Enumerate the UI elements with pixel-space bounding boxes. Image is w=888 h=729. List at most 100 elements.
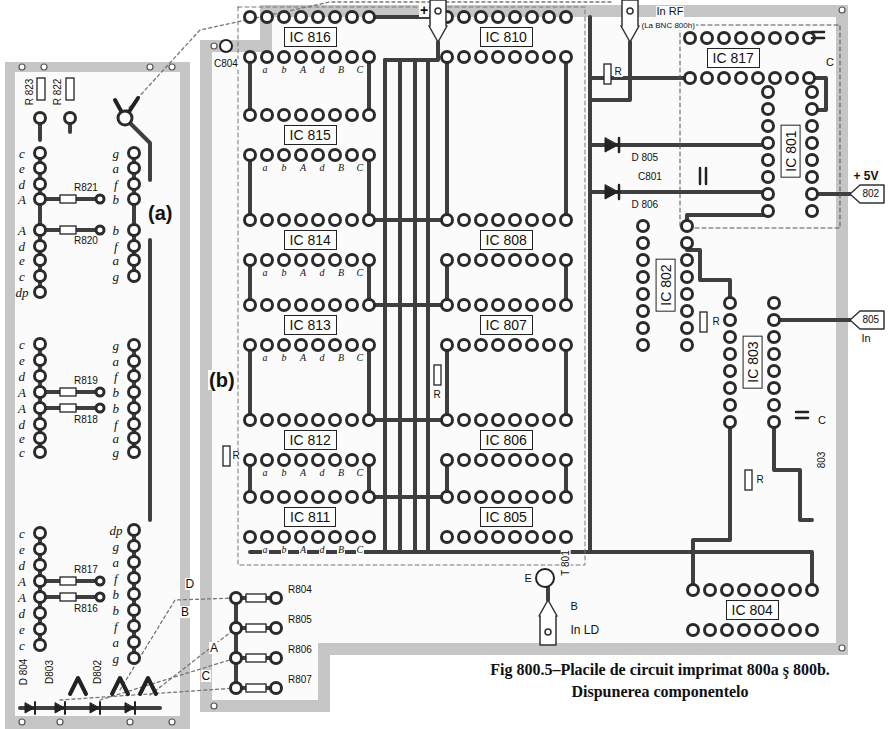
solder-pad <box>638 306 649 317</box>
ic-label-box: IC 817 <box>707 48 760 68</box>
solder-pad <box>769 383 780 394</box>
segment-letter: e <box>18 432 26 445</box>
solder-pad <box>719 73 730 84</box>
segment-letter: d <box>18 418 27 431</box>
solder-pad <box>787 33 798 44</box>
copper-trace <box>774 422 812 520</box>
solder-pad <box>279 255 290 266</box>
segment-letter: f <box>113 240 119 253</box>
pin-letter: A <box>299 163 307 173</box>
solder-pad <box>347 52 358 63</box>
solder-pad <box>271 653 282 664</box>
resistor-symbol <box>246 654 266 662</box>
solder-pad <box>364 340 375 351</box>
solder-pad <box>476 12 487 23</box>
pin-letter: d <box>319 65 326 75</box>
pin-letter: B <box>337 353 345 363</box>
wire-link <box>100 658 236 700</box>
solder-pad <box>493 340 504 351</box>
solder-pad <box>296 340 307 351</box>
solder-pad <box>705 585 716 596</box>
copper-trace <box>367 345 371 420</box>
pin-letter: a <box>262 468 269 478</box>
ic-name: IC 810 <box>486 29 527 45</box>
solder-pad <box>271 593 282 604</box>
solder-pad <box>682 255 693 266</box>
solder-pad <box>96 388 104 396</box>
segment-letter: A <box>17 224 27 237</box>
mounting-hole <box>211 43 217 49</box>
segment-letter: b <box>112 588 121 601</box>
solder-pad <box>702 73 713 84</box>
solder-pad <box>313 215 324 226</box>
solder-pad <box>807 138 818 149</box>
solder-pad <box>476 52 487 63</box>
solder-pad <box>493 455 504 466</box>
solder-pad <box>35 225 46 236</box>
solder-pad <box>279 12 290 23</box>
solder-pad <box>245 340 256 351</box>
solder-pad <box>129 255 140 266</box>
solder-pad <box>544 215 555 226</box>
copper-trace <box>426 60 430 552</box>
solder-pad <box>129 447 140 458</box>
pin-letter: d <box>319 163 326 173</box>
ic-name: IC 806 <box>486 432 527 448</box>
solder-pad <box>35 608 46 619</box>
solder-pad <box>279 532 290 543</box>
copper-trace <box>248 57 252 115</box>
solder-pad <box>279 215 290 226</box>
solder-pad <box>725 400 736 411</box>
connector-arrow <box>850 311 884 329</box>
solder-pad <box>35 163 46 174</box>
copper-trace <box>590 42 630 100</box>
solder-pad <box>245 12 256 23</box>
mounting-hole <box>839 7 845 13</box>
solder-pad <box>364 455 375 466</box>
solder-pad <box>279 492 290 503</box>
solder-pad <box>736 33 747 44</box>
solder-pad <box>561 52 572 63</box>
resistor-symbol <box>745 470 752 490</box>
pin-letter: a <box>262 545 269 555</box>
figure-caption: Fig 800.5–Placile de circuit imprimat 80… <box>470 659 850 702</box>
segment-letter: b <box>112 224 121 237</box>
part-label: D 805 <box>631 153 660 163</box>
solder-pad <box>231 683 242 694</box>
solder-pad <box>35 403 46 414</box>
segment-letter: c <box>18 270 26 283</box>
solder-pad <box>527 300 538 311</box>
ic-label-box: IC 808 <box>480 230 533 250</box>
solder-pad <box>769 400 780 411</box>
solder-pad <box>527 455 538 466</box>
solder-pad <box>682 272 693 283</box>
pin-letter: A <box>299 468 307 478</box>
solder-pad <box>476 300 487 311</box>
solder-pad <box>262 255 273 266</box>
copper-trace <box>398 60 402 552</box>
solder-pad <box>770 33 781 44</box>
ic-name: IC 803 <box>744 341 760 382</box>
solder-pad <box>510 255 521 266</box>
solder-pad <box>725 349 736 360</box>
solder-pad <box>736 73 747 84</box>
copper-trace <box>369 418 447 422</box>
solder-pad <box>271 623 282 634</box>
solder-pad <box>682 323 693 334</box>
solder-pad <box>279 415 290 426</box>
solder-pad <box>807 189 818 200</box>
ic-label-box: IC 802 <box>655 258 675 311</box>
segment-letter: g <box>112 270 121 283</box>
ic-name: IC 814 <box>290 232 331 248</box>
solder-pad <box>561 215 572 226</box>
solder-pad <box>35 371 46 382</box>
connector-pin <box>627 8 633 14</box>
solder-pad <box>296 492 307 503</box>
part-label: D802 <box>93 659 103 685</box>
solder-pad <box>638 323 649 334</box>
solder-pad <box>330 532 341 543</box>
solder-pad <box>96 593 104 601</box>
mounting-hole <box>19 719 25 725</box>
solder-pad <box>638 272 649 283</box>
copper-trace <box>546 587 550 600</box>
